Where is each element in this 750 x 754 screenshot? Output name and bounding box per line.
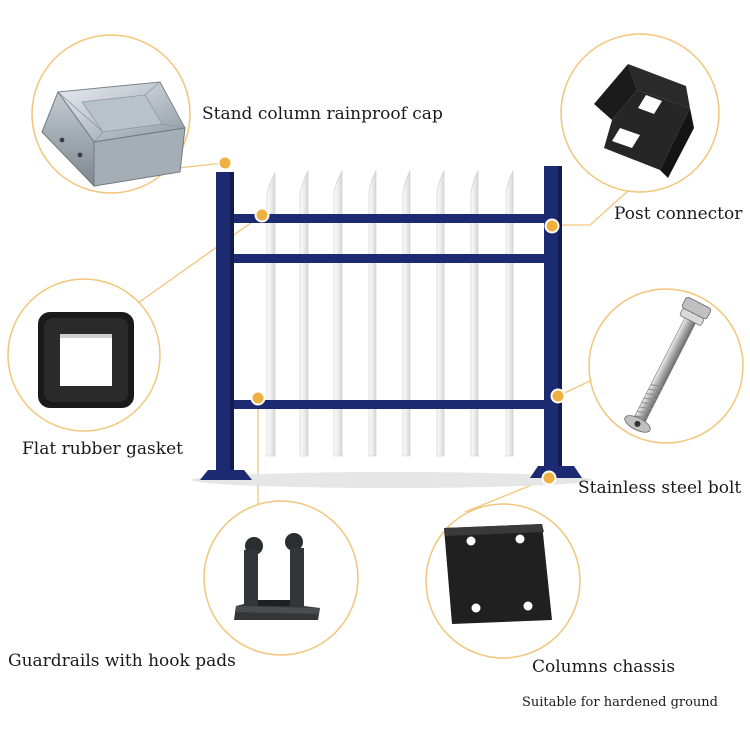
left-base-plate bbox=[200, 470, 252, 480]
chassis-note: Suitable for hardened ground bbox=[522, 695, 719, 710]
u-bracket-icon bbox=[594, 64, 694, 178]
hook-pads-callout-circle bbox=[203, 500, 359, 656]
gasket-leader bbox=[137, 214, 263, 304]
pyramid-cap-icon bbox=[41, 81, 186, 188]
picket bbox=[299, 169, 309, 457]
cap-label: Stand column rainproof cap bbox=[202, 104, 443, 124]
picket bbox=[402, 169, 411, 457]
post-connector-marker bbox=[544, 218, 560, 234]
pickets bbox=[266, 169, 514, 457]
chassis-marker bbox=[541, 470, 557, 486]
square-ring-icon bbox=[38, 312, 134, 408]
bolt-icon bbox=[624, 297, 712, 433]
gasket-marker bbox=[254, 207, 270, 223]
markers bbox=[217, 155, 566, 486]
u-hook-icon bbox=[234, 533, 320, 620]
picket bbox=[470, 169, 479, 457]
bolt-label: Stainless steel bolt bbox=[578, 478, 742, 498]
picket bbox=[505, 169, 514, 457]
ground-shadow bbox=[192, 472, 592, 488]
gasket-label: Flat rubber gasket bbox=[22, 439, 183, 459]
middle-rail bbox=[234, 254, 550, 263]
left-post bbox=[216, 172, 234, 472]
post-connector-label: Post connector bbox=[614, 204, 743, 224]
picket bbox=[333, 169, 343, 457]
base-plate-icon bbox=[444, 524, 552, 624]
rails bbox=[234, 214, 550, 409]
hook-pads-label: Guardrails with hook pads bbox=[8, 651, 236, 671]
bolt-marker bbox=[550, 388, 566, 404]
picket bbox=[368, 169, 377, 457]
cap-marker bbox=[217, 155, 233, 171]
picket bbox=[436, 169, 445, 457]
post-connector-leader bbox=[556, 190, 629, 226]
chassis-label: Columns chassis bbox=[532, 657, 676, 677]
fence-illustration bbox=[192, 166, 592, 488]
top-rail bbox=[234, 214, 550, 223]
bottom-rail bbox=[234, 400, 550, 409]
hook-pads-marker bbox=[250, 390, 266, 406]
